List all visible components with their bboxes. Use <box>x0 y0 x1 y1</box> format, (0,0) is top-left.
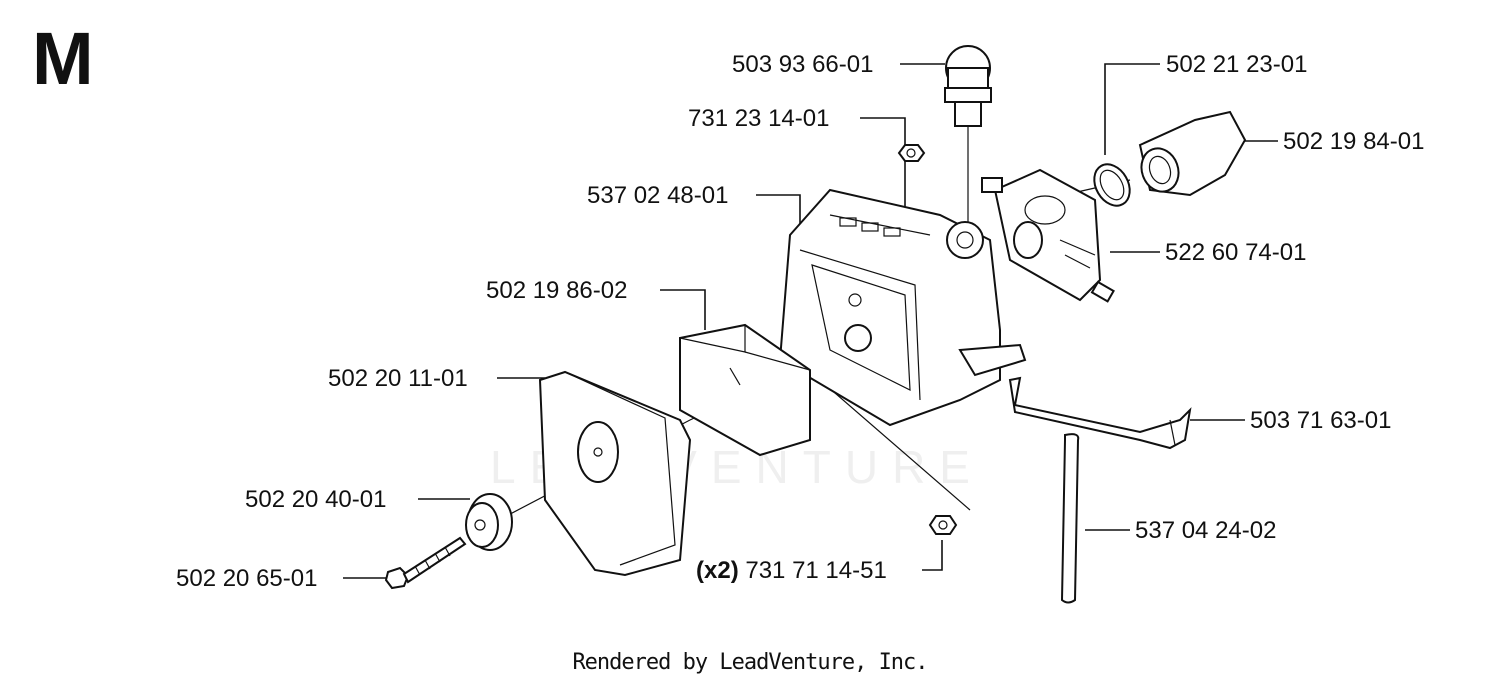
primer-bulb-icon <box>944 45 992 127</box>
part-number-text: 731 71 14-51 <box>745 557 887 584</box>
part-number-screw[interactable]: 502 20 65-01 <box>176 565 318 592</box>
nut-icon <box>897 144 926 162</box>
leader-nut-lower <box>922 540 943 571</box>
leader-filter-pre <box>660 289 706 330</box>
quantity-badge: (x2) <box>696 557 739 584</box>
leader-gasket-ring <box>1104 63 1160 155</box>
part-number-intake-elbow[interactable]: 502 19 84-01 <box>1283 128 1425 155</box>
part-number-nut-upper[interactable]: 731 23 14-01 <box>688 105 830 132</box>
part-number-throttle-rod[interactable]: 503 71 63-01 <box>1250 407 1392 434</box>
part-number-fuel-hose[interactable]: 537 04 24-02 <box>1135 517 1277 544</box>
part-number-air-filter-housing[interactable]: 537 02 48-01 <box>587 182 729 209</box>
carburetor-icon <box>981 168 1115 303</box>
hose-icon <box>1060 433 1080 604</box>
leader-nut-upper <box>860 117 906 230</box>
screw-icon <box>384 536 467 590</box>
filter-icon <box>538 370 692 577</box>
part-number-filter-pre[interactable]: 502 19 86-02 <box>486 277 628 304</box>
rod-icon <box>1008 376 1192 450</box>
nut-icon <box>928 515 958 535</box>
part-number-primer-bulb[interactable]: 503 93 66-01 <box>732 51 874 78</box>
leader-housing <box>756 194 801 230</box>
part-number-gasket-ring[interactable]: 502 21 23-01 <box>1166 51 1308 78</box>
housing-icon <box>778 188 1027 427</box>
part-number-filter-main[interactable]: 502 20 11-01 <box>328 365 468 392</box>
ring-icon <box>1093 163 1131 207</box>
elbow-icon <box>1138 110 1247 197</box>
part-number-knob[interactable]: 502 20 40-01 <box>245 486 387 513</box>
leader-lines <box>343 63 1278 579</box>
knob-icon <box>465 493 513 551</box>
part-number-carburetor[interactable]: 522 60 74-01 <box>1165 239 1307 266</box>
part-number-nut-lower[interactable]: (x2) 731 71 14-51 <box>696 559 887 583</box>
filter-icon <box>679 323 811 457</box>
section-letter: M <box>32 17 94 100</box>
footer-credit: Rendered by LeadVenture, Inc. <box>572 650 928 675</box>
